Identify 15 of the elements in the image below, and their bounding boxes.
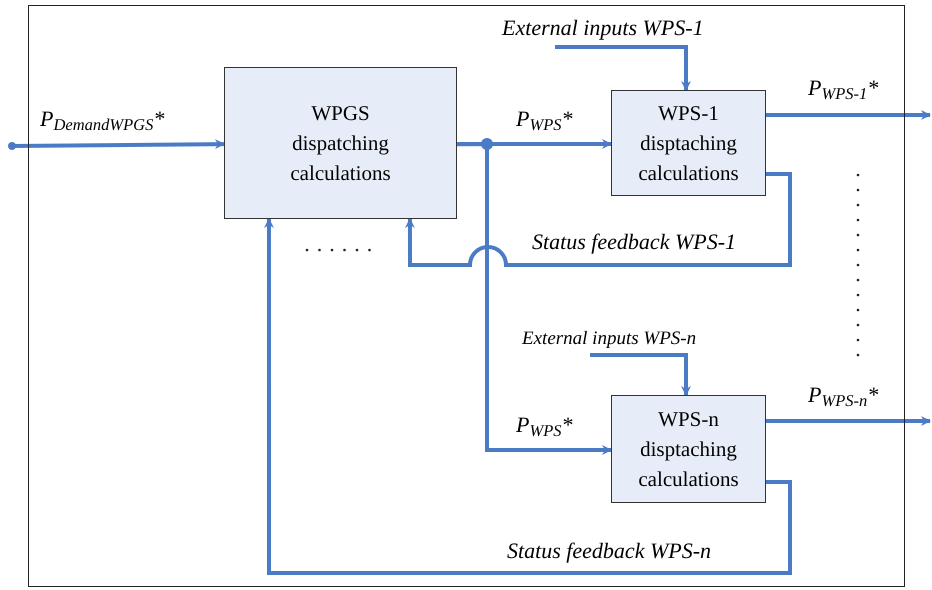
- process-box: [611, 395, 766, 503]
- arrow: [264, 218, 792, 575]
- arrow: [404, 172, 792, 267]
- arrow: [457, 142, 612, 455]
- arrow: [8, 139, 225, 150]
- box-label: WPGS dispatching calculations: [289, 100, 392, 187]
- frame-box: [28, 5, 905, 587]
- arrow: [555, 45, 692, 91]
- process-box: [224, 67, 457, 219]
- box-label: WPS-1 disptaching calculations: [637, 100, 740, 187]
- arrow: [766, 110, 931, 120]
- arrow: [766, 416, 931, 426]
- process-box: [611, 90, 766, 196]
- arrow: [590, 353, 692, 396]
- box-label: WPS-n disptaching calculations: [637, 406, 740, 493]
